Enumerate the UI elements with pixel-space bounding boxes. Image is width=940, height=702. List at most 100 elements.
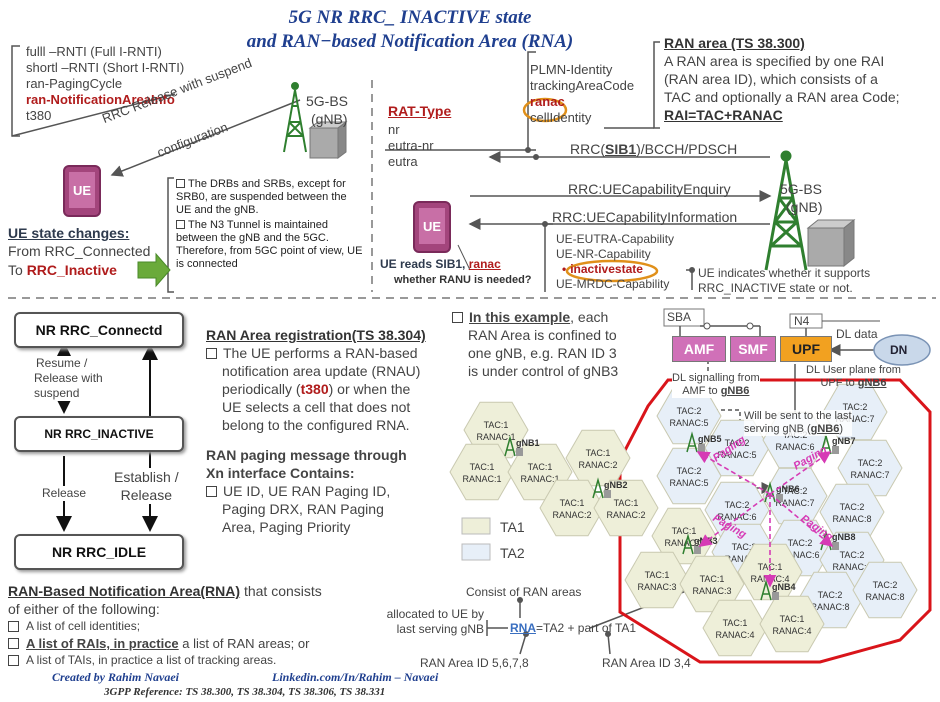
ue-reads-sib1: UE reads SIB1, ranac: [380, 257, 501, 271]
ue-state-from: From RRC_Connected: [8, 243, 151, 259]
cell-tac: TAC:2: [843, 402, 868, 412]
state-change-arrow: [137, 252, 171, 288]
note-n3-tunnel: The N3 Tunnel is maintained between the …: [176, 219, 363, 270]
credit-reference: 3GPP Reference: TS 38.300, TS 38.304, TS…: [104, 686, 386, 698]
rrc-release-arrow: [110, 99, 301, 177]
rat-type-eutra-nr: eutra-nr: [388, 138, 434, 153]
ue-label-left: UE: [72, 183, 92, 198]
dn-oval: [873, 334, 931, 366]
gnb-label: gNB5: [698, 434, 722, 444]
gnb-label: gNB2: [604, 480, 628, 490]
paging-arrow: [769, 493, 834, 548]
last-serving-label: Will be sent to the last serving gNB (gN…: [744, 410, 852, 436]
capabilities-list: UE-EUTRA-Capability UE-NR-Capability •in…: [556, 232, 675, 291]
cell-ranac: RANAC:5: [669, 478, 708, 488]
rat-type-eutra: eutra: [388, 154, 418, 169]
gnb-tower-right: [764, 150, 808, 271]
cell-ranac: RANAC:8: [832, 514, 871, 524]
ran-area-block: RAN area (TS 38.300) A RAN area is speci…: [664, 34, 936, 124]
gnb-tower-icon: [504, 435, 516, 457]
gnb-tower-icon: [820, 433, 832, 455]
cell-tac: TAC:1: [586, 448, 611, 458]
cell-ranac: RANAC:7: [835, 414, 874, 424]
smf-box: SMF: [730, 336, 776, 362]
ran-area-id-5678: RAN Area ID 5,6,7,8: [420, 656, 529, 670]
sib1-message: RRC(SIB1)/BCCH/PDSCH: [570, 141, 738, 157]
cell-tac: TAC:2: [732, 542, 757, 552]
ran-area-id-34: RAN Area ID 3,4: [602, 656, 691, 670]
enquiry-message: RRC:UECapabilityEnquiry: [568, 181, 731, 197]
param-t380: t380: [26, 108, 52, 123]
cell-tac: TAC:1: [560, 498, 585, 508]
cell-tac: TAC:1: [700, 574, 725, 584]
sba-label: SBA: [667, 310, 692, 324]
cell-ranac: RANAC:3: [664, 538, 703, 548]
cell-tac: TAC:2: [873, 580, 898, 590]
cell-ranac: RANAC:8: [832, 562, 871, 572]
rat-type-heading: RAT-Type: [388, 103, 452, 119]
resume-label: Resume / Release with suspend: [34, 356, 103, 401]
ue-label-right: UE: [422, 219, 442, 234]
cell-tac: TAC:2: [840, 502, 865, 512]
ue-phone-left: [63, 165, 101, 217]
hex-cell: [837, 439, 903, 497]
sib1-label: SIB1: [605, 141, 637, 157]
gnb-box-right: [806, 218, 856, 268]
rat-type-list: nr eutra-nr eutra: [388, 122, 434, 170]
cell-ranac: RANAC:6: [780, 550, 819, 560]
gnb-box-icon: [776, 494, 783, 502]
user-plane-label: DL User plane from UPF to gNB6: [806, 364, 901, 389]
capability-note: UE indicates whether it supports RRC_INA…: [698, 266, 871, 295]
cell-tac: TAC:1: [645, 570, 670, 580]
cell-ranac: RANAC:8: [810, 602, 849, 612]
rrc-release-params: fulll –RNTI (Full I-RNTI) shortl –RNTI (…: [26, 44, 226, 124]
gnb-label-right: 5G-BS: [780, 181, 823, 197]
ue-state-inactive: RRC_Inactive: [26, 262, 117, 278]
cell-tac: TAC:1: [672, 526, 697, 536]
state-connected: NR RRC_Connectd: [14, 312, 184, 348]
cap-eutra: UE-EUTRA-Capability: [556, 232, 675, 246]
gnb-label-right-2: (gNB): [786, 199, 823, 215]
ranu-question: whether RANU is needed?: [394, 274, 532, 286]
gnb-box-icon: [604, 490, 611, 498]
state-inactive: NR RRC_INACTIVE: [14, 416, 184, 452]
hex-cell: [539, 479, 605, 537]
cell-ranac: RANAC:2: [606, 510, 645, 520]
title-line-2: and RAN−based Notification Area (RNA): [246, 31, 574, 52]
rat-type-nr: nr: [388, 122, 400, 137]
gnb-label: gNB4: [772, 582, 796, 592]
ran-area-heading: RAN area (TS 38.300): [664, 35, 805, 51]
gnb-tower-left: [283, 82, 307, 153]
paging-arrow: [698, 493, 771, 547]
cell-tac: TAC:1: [470, 462, 495, 472]
cell-ranac: RANAC:8: [865, 592, 904, 602]
state-idle: NR RRC_IDLE: [14, 534, 184, 570]
cell-ranac: RANAC:4: [715, 630, 754, 640]
cell-tac: TAC:2: [783, 486, 808, 496]
cell-ranac: RANAC:4: [772, 626, 811, 636]
hex-cell: [759, 595, 825, 653]
rna-options: A list of cell identities; A list of RAI…: [8, 619, 446, 670]
field-ranac: ranac: [530, 94, 565, 109]
cell-ranac: RANAC:6: [717, 512, 756, 522]
hex-cell: [624, 551, 690, 609]
amf-box: AMF: [672, 336, 726, 362]
rna-formula: RNA=TA2 + part of TA1: [510, 621, 637, 635]
cell-tac: TAC:1: [614, 498, 639, 508]
information-message: RRC:UECapabilityInformation: [552, 209, 738, 225]
gnb-label-left: 5G-BS: [306, 93, 349, 109]
gnb-box-icon: [832, 446, 839, 454]
allocated-label: allocated to UE by last serving gNB: [386, 607, 484, 636]
cell-ranac: RANAC:2: [578, 460, 617, 470]
cell-ranac: RANAC:5: [669, 418, 708, 428]
establish-label: Establish / Release: [114, 468, 179, 504]
hex-cell: [852, 561, 918, 619]
gnb-tower-icon: [686, 431, 698, 453]
field-tac: trackingAreaCode: [530, 78, 635, 93]
gnb-label: gNB3: [694, 536, 718, 546]
param-paging-cycle: ran-PagingCycle: [26, 76, 123, 91]
dl-data-label: DL data: [836, 327, 878, 341]
cap-nr: UE-NR-Capability: [556, 247, 651, 261]
gnb-tower-icon: [592, 477, 604, 499]
gnb-label: gNB7: [832, 436, 856, 446]
